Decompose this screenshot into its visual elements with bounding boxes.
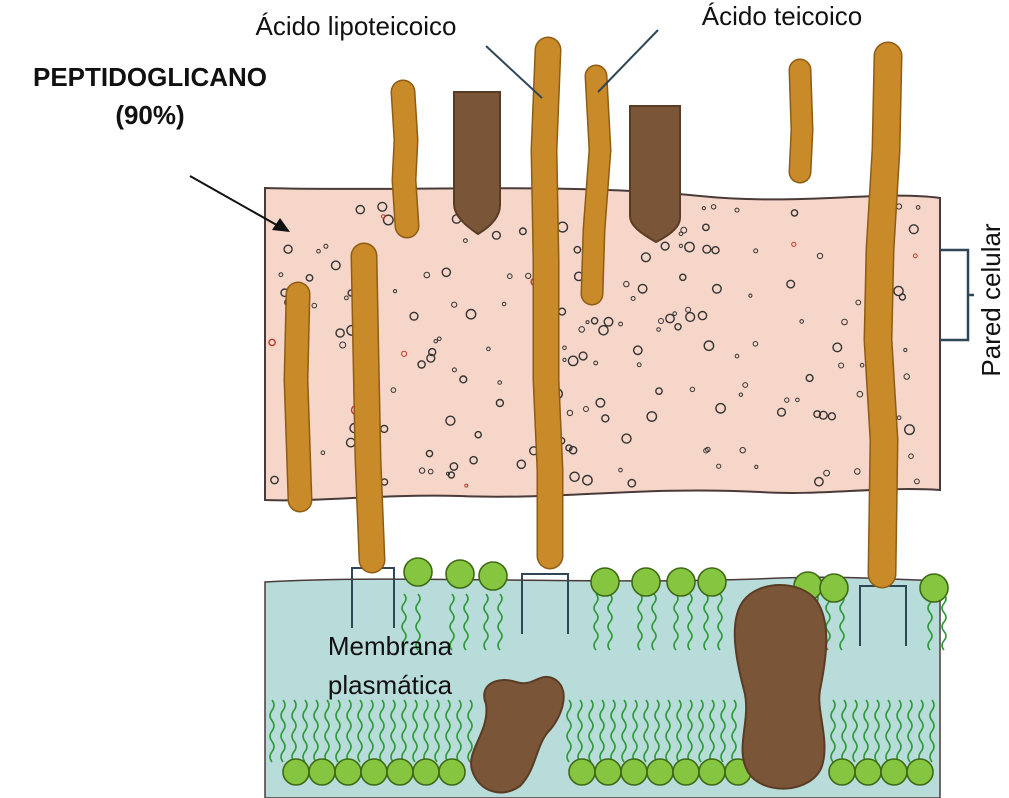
phospholipid-head (855, 759, 881, 785)
membrane-protein-large (735, 585, 827, 789)
lipid-tail (942, 594, 946, 650)
teichoic-rod-short-left (403, 92, 407, 226)
plasma-membrane-label: Membrana (328, 631, 453, 661)
phospholipid-head (283, 759, 309, 785)
phospholipid-head (820, 574, 848, 602)
peptidoglycan-label: PEPTIDOGLICANO (33, 62, 267, 92)
phospholipid-head (404, 558, 432, 586)
phospholipid-head (309, 759, 335, 785)
phospholipid-head (335, 759, 361, 785)
phospholipid-head (621, 759, 647, 785)
cell-wall-label: Pared celular (976, 223, 1006, 377)
phospholipid-head (446, 560, 474, 588)
phospholipid-head (569, 759, 595, 785)
lipoteichoic-rod-right (878, 56, 888, 574)
phospholipid-head (698, 568, 726, 596)
lipoteichoic-rod-left (364, 256, 372, 560)
teichoic-rod-right (800, 70, 802, 172)
phospholipid-head (647, 759, 673, 785)
phospholipid-head (829, 759, 855, 785)
phospholipid-head (361, 759, 387, 785)
peptidoglycan-percent-label: (90%) (115, 100, 184, 130)
plasma-membrane-label-2: plasmática (328, 670, 453, 700)
phospholipid-head (439, 759, 465, 785)
wall-protein-left (454, 92, 500, 234)
teichoic-rod-center (592, 76, 600, 294)
teichoic-rod-free-left (296, 294, 300, 500)
wall-protein-right (630, 106, 680, 242)
phospholipid-head (907, 759, 933, 785)
lipoteichoic-rod-center (544, 50, 550, 556)
phospholipid-head (479, 562, 507, 590)
teichoic-acid-label: Ácido teicoico (702, 1, 862, 31)
phospholipid-head (920, 574, 948, 602)
phospholipid-head (667, 568, 695, 596)
phospholipid-head (591, 568, 619, 596)
phospholipid-head (595, 759, 621, 785)
teichoic-leader (598, 30, 658, 92)
phospholipid-head (413, 759, 439, 785)
phospholipid-head (699, 759, 725, 785)
lipoteichoic-leader (486, 46, 542, 98)
phospholipid-head (881, 759, 907, 785)
cell-wall-bracket (940, 250, 974, 340)
lipoteichoic-acid-label: Ácido lipoteicoico (256, 11, 457, 41)
phospholipid-head (673, 759, 699, 785)
phospholipid-head (387, 759, 413, 785)
phospholipid-head (632, 568, 660, 596)
